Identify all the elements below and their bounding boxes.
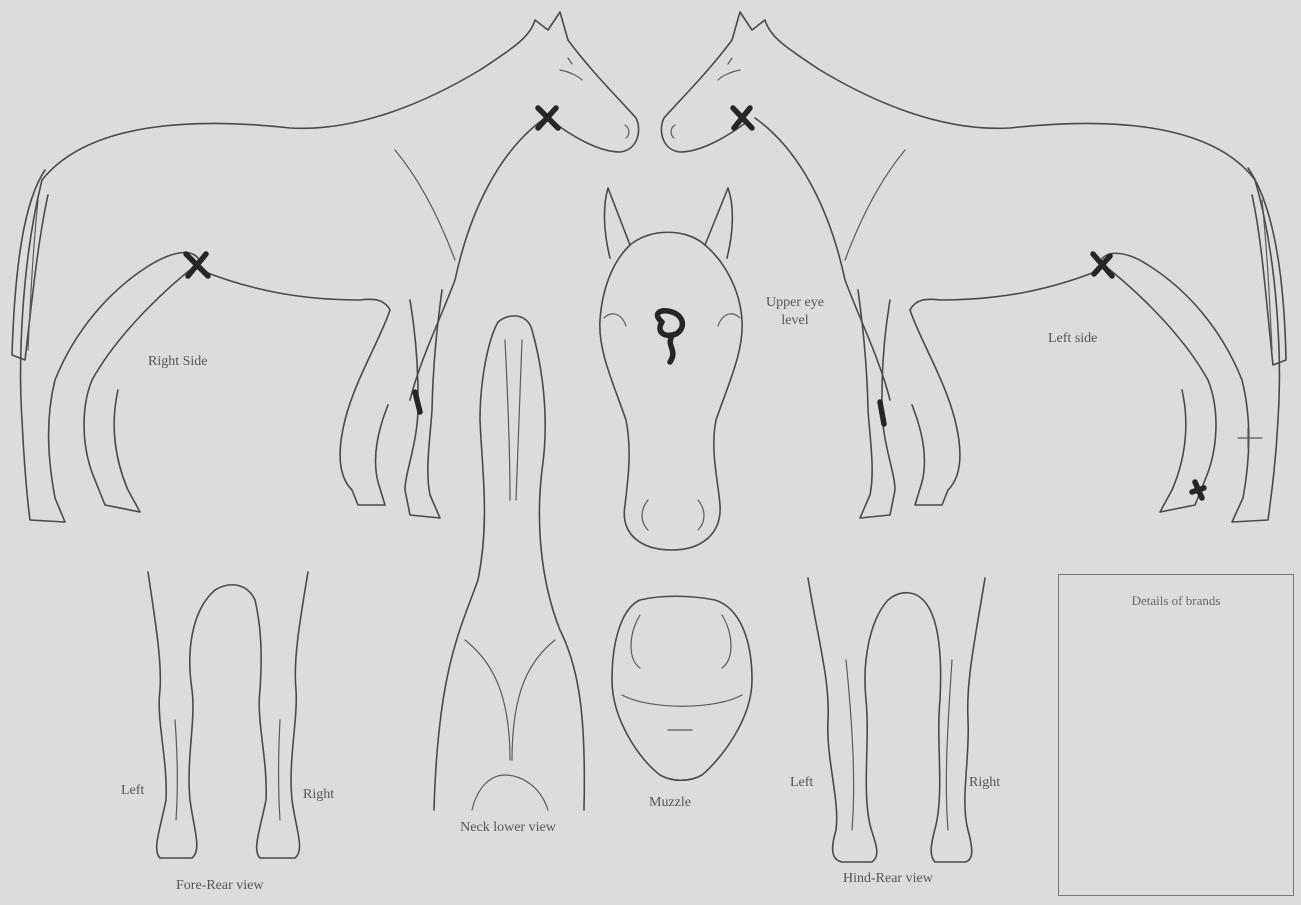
fore-rear-view-outline [148, 572, 308, 858]
fore-right-label: Right [303, 786, 334, 803]
muzzle-outline [612, 596, 752, 780]
neck-lower-view-label: Neck lower view [458, 818, 558, 838]
right-side-label: Right Side [148, 353, 208, 370]
neck-lower-view-outline [434, 316, 584, 810]
hind-right-label: Right [969, 774, 1000, 791]
brands-details-box: Details of brands [1058, 574, 1294, 896]
hind-rear-view-label: Hind-Rear view [843, 870, 933, 887]
identification-markings [186, 108, 1204, 498]
fore-rear-view-label: Fore-Rear view [176, 877, 263, 894]
fore-left-label: Left [121, 782, 144, 799]
front-head-outline [600, 188, 742, 550]
muzzle-label: Muzzle [649, 794, 691, 811]
upper-eye-level-label: Upper eye level [762, 294, 828, 330]
left-side-horse-outline [661, 12, 1286, 522]
hind-rear-view-outline [808, 578, 985, 862]
hind-left-label: Left [790, 774, 813, 791]
left-side-label: Left side [1048, 330, 1097, 347]
brands-details-title: Details of brands [1059, 593, 1293, 609]
